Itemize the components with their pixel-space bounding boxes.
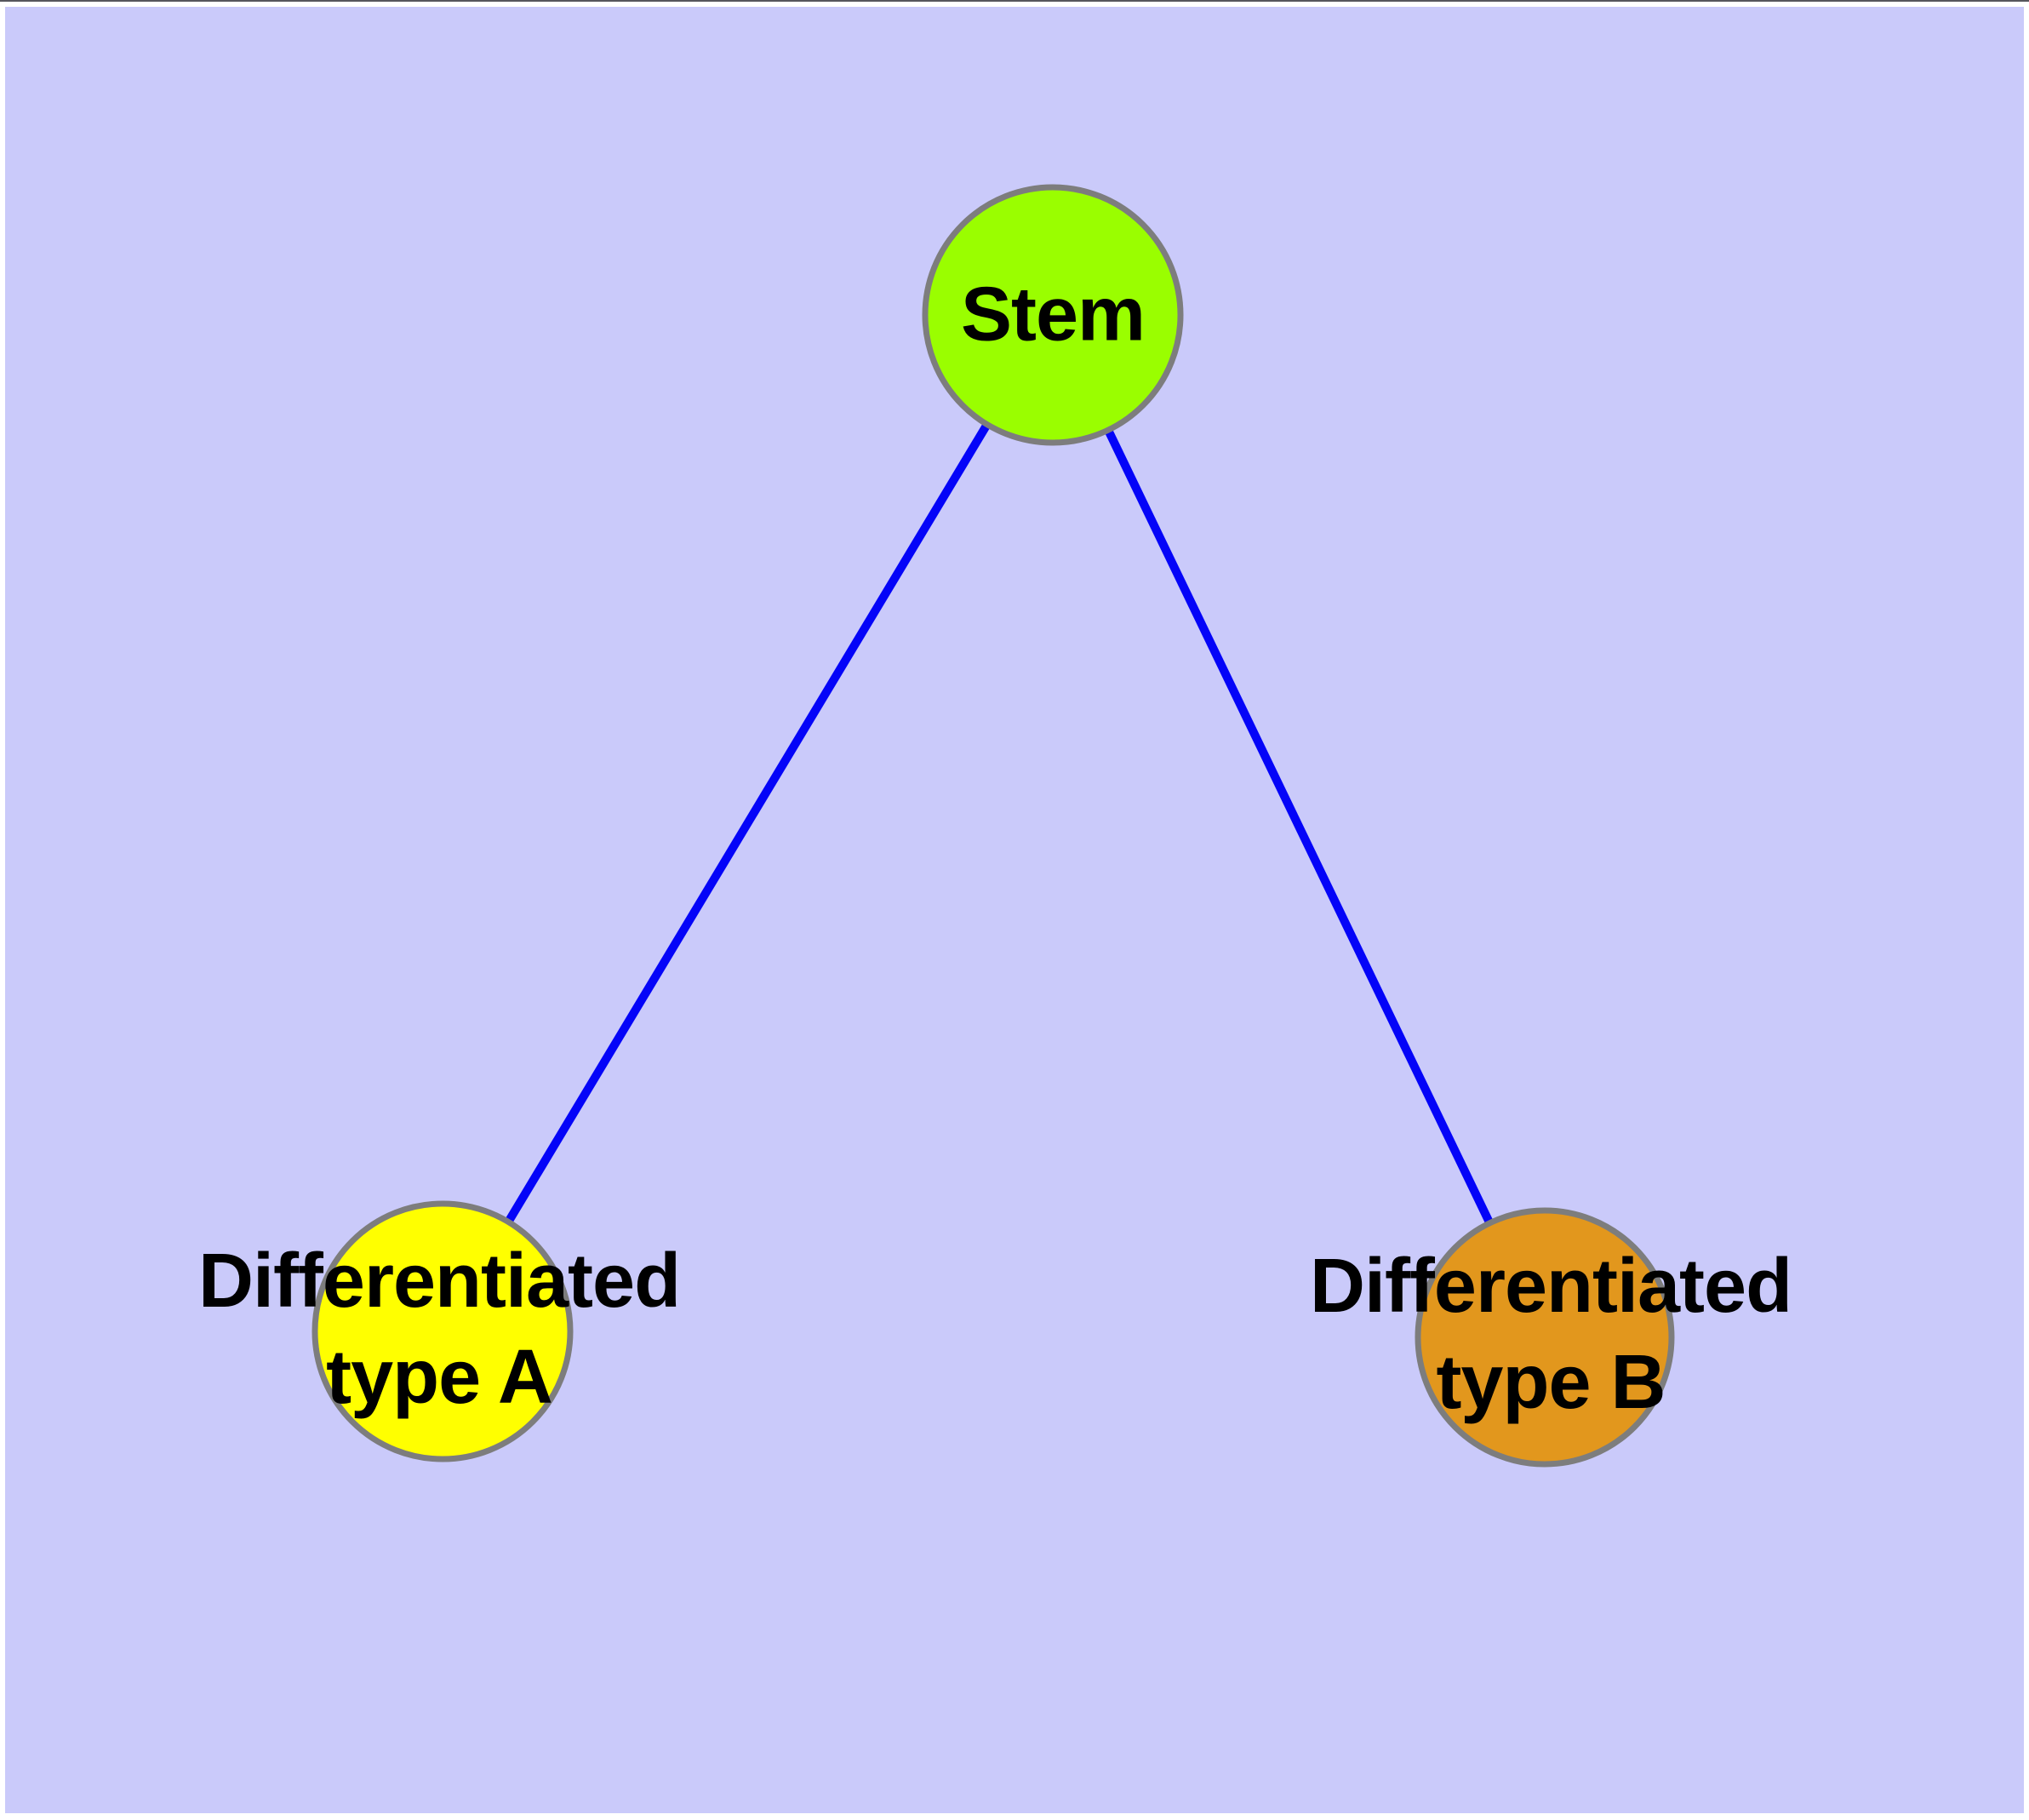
node-stem-label: Stem xyxy=(960,267,1146,363)
node-stem-label-line1: Stem xyxy=(960,272,1146,358)
node-type-b-label-line1: Differentiated xyxy=(1309,1244,1792,1329)
edge-stem-to-type-b xyxy=(1049,312,1549,1340)
node-stem-circle xyxy=(922,184,1184,446)
node-type-b-label-line2: type B xyxy=(1436,1340,1666,1425)
node-type-b-label: Differentiated type B xyxy=(1310,1239,1792,1431)
edge-stem-to-type-a xyxy=(438,312,1057,1334)
node-type-a-label: Differentiated type A xyxy=(197,1233,681,1426)
node-type-a-label-line2: type A xyxy=(326,1335,553,1420)
node-type-a-label-line1: Differentiated xyxy=(197,1239,681,1324)
window-top-border xyxy=(0,0,2029,2)
node-type-b-circle xyxy=(1415,1207,1675,1468)
node-type-a-circle xyxy=(311,1200,574,1462)
